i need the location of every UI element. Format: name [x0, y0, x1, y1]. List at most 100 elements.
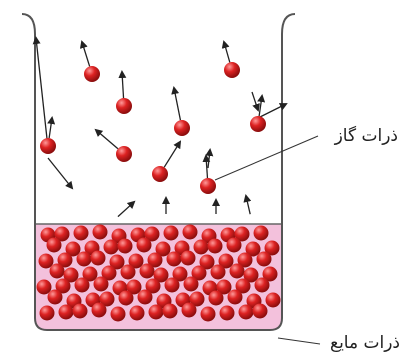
liquid-particle: [182, 224, 198, 240]
liquid-particle: [110, 306, 126, 322]
liquid-particle: [90, 250, 106, 266]
motion-arrow: [205, 148, 214, 169]
motion-arrow: [94, 128, 119, 150]
liquid-particle: [199, 254, 215, 270]
motion-arrow: [171, 86, 182, 121]
liquid-particle: [147, 252, 163, 268]
liquid-particle: [76, 251, 92, 267]
liquid-particle: [136, 237, 152, 253]
liquid-particle: [57, 252, 73, 268]
liquid-particle: [226, 237, 242, 253]
liquid-particle: [216, 279, 232, 295]
liquid-particle: [153, 267, 169, 283]
liquid-particle: [219, 305, 235, 321]
liquid-particle: [47, 289, 63, 305]
liquid-particle: [234, 226, 250, 242]
liquid-particle: [36, 279, 52, 295]
liquid-particle: [193, 239, 209, 255]
motion-arrow: [47, 157, 74, 190]
motion-arrow: [118, 70, 127, 99]
liquid-particle: [137, 289, 153, 305]
liquid-particle: [73, 225, 89, 241]
motion-arrow: [79, 40, 91, 67]
liquid-particle: [55, 278, 71, 294]
liquid-particle: [163, 225, 179, 241]
liquid-particle: [129, 305, 145, 321]
liquid-particle: [155, 241, 171, 257]
liquid-particle: [139, 263, 155, 279]
liquid-particle: [229, 263, 245, 279]
liquid-particle: [120, 264, 136, 280]
liquid-particle: [148, 304, 164, 320]
liquid-particle: [101, 265, 117, 281]
gas-particle: [174, 120, 190, 136]
liquid-leader-line: [277, 337, 321, 345]
gas-particle: [200, 178, 216, 194]
gas-leader-line: [214, 135, 319, 181]
liquid-particle: [109, 254, 125, 270]
liquid-particle: [218, 253, 234, 269]
liquid-particle: [265, 292, 281, 308]
liquid-particle: [72, 303, 88, 319]
liquid-particle: [208, 290, 224, 306]
liquid-particle: [58, 304, 74, 320]
liquid-particle: [252, 303, 268, 319]
liquid-particle: [207, 238, 223, 254]
motion-arrow: [202, 154, 211, 179]
motion-arrow: [117, 200, 136, 218]
liquid-particle: [65, 241, 81, 257]
motion-arrow: [251, 91, 260, 112]
liquid-particle: [172, 266, 188, 282]
liquid-particle: [99, 291, 115, 307]
motion-arrow: [243, 194, 252, 215]
gas-particle: [116, 98, 132, 114]
gas-particle: [152, 166, 168, 182]
gas-particle: [116, 146, 132, 162]
liquid-particle: [91, 302, 107, 318]
liquid-particle: [227, 289, 243, 305]
gas-particles: [40, 62, 266, 194]
liquid-particle: [189, 291, 205, 307]
liquid-particle: [256, 251, 272, 267]
liquid-particles-label: ذرات مایع: [330, 333, 400, 353]
liquid-particle: [166, 251, 182, 267]
gas-particle: [250, 116, 266, 132]
liquid-particle: [191, 265, 207, 281]
liquid-particle: [118, 290, 134, 306]
motion-arrow: [257, 94, 266, 117]
gas-particle: [224, 62, 240, 78]
liquid-particle: [74, 277, 90, 293]
liquid-particle: [254, 277, 270, 293]
liquid-particle: [162, 303, 178, 319]
liquid-particle: [82, 266, 98, 282]
motion-arrow: [221, 40, 231, 63]
gas-particles-label: ذرات گاز: [334, 125, 398, 146]
liquid-particle: [103, 239, 119, 255]
liquid-particle: [262, 266, 278, 282]
liquid-particle: [183, 276, 199, 292]
liquid-particles: [36, 224, 281, 322]
motion-arrow: [257, 103, 288, 119]
liquid-particle: [63, 267, 79, 283]
liquid-particle: [245, 241, 261, 257]
motion-arrow: [47, 116, 56, 139]
liquid-particle: [128, 253, 144, 269]
liquid-particle: [49, 263, 65, 279]
beaker-container: [21, 13, 296, 331]
liquid-particle: [253, 225, 269, 241]
liquid-particle: [126, 279, 142, 295]
liquid-particle: [235, 278, 251, 294]
liquid-particle: [54, 226, 70, 242]
liquid-particle: [92, 224, 108, 240]
gas-motion-arrows: [32, 36, 288, 218]
motion-arrow: [163, 140, 182, 168]
gas-particle: [84, 66, 100, 82]
liquid-particle: [144, 226, 160, 242]
liquid-particle: [264, 240, 280, 256]
gas-particle: [40, 138, 56, 154]
liquid-particle: [180, 250, 196, 266]
liquid-particle: [243, 267, 259, 283]
liquid-particle: [200, 306, 216, 322]
liquid-particle: [238, 304, 254, 320]
